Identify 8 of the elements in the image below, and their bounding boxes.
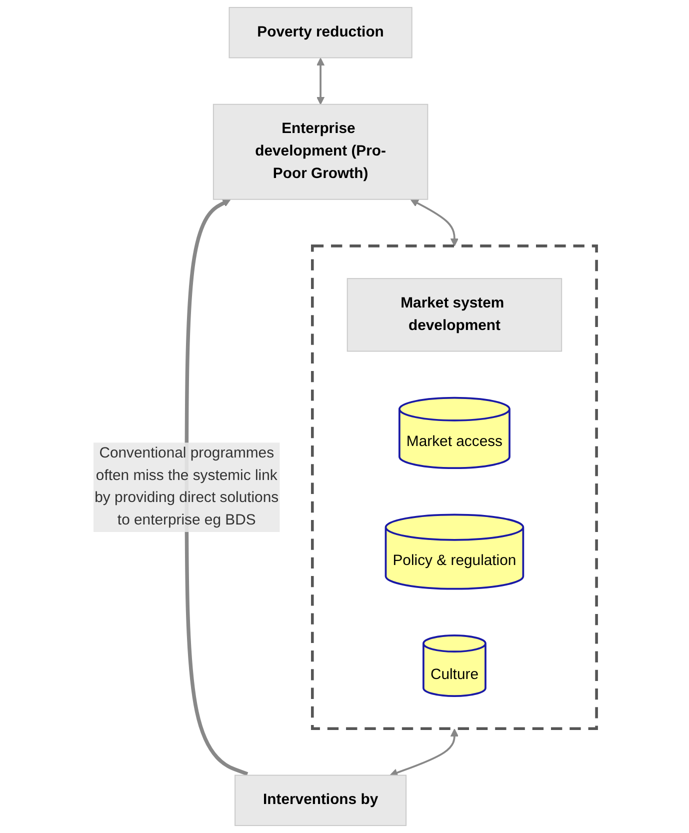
node-box xyxy=(212,104,428,200)
node-box xyxy=(234,774,406,826)
arrow xyxy=(410,199,458,246)
node-box xyxy=(228,7,412,58)
cluster xyxy=(310,244,598,730)
arrow xyxy=(316,58,324,105)
node-box xyxy=(346,278,562,352)
arrow xyxy=(389,728,458,777)
